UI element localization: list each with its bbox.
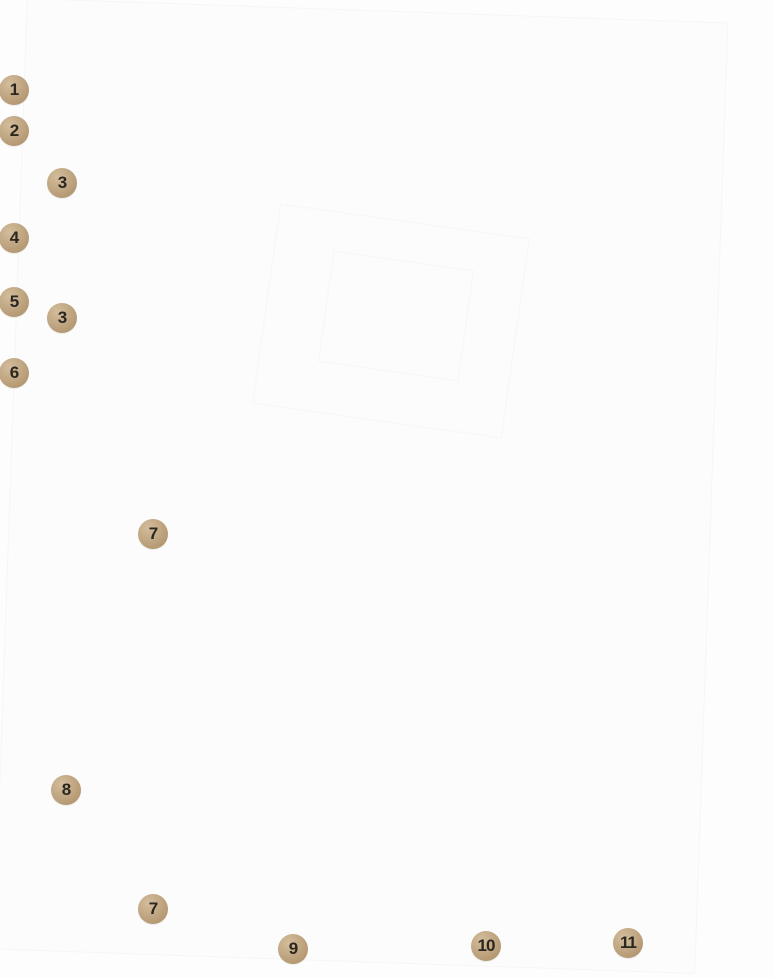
callout-badge-3b: 3 <box>47 303 77 333</box>
device-body <box>0 0 729 974</box>
callout-badge-7: 7 <box>138 519 168 549</box>
callout-badge-11: 11 <box>613 928 643 958</box>
callout-badge-5: 5 <box>0 287 29 317</box>
callout-badge-7b: 7 <box>138 894 168 924</box>
callout-badge-1: 1 <box>0 75 29 105</box>
callout-badge-2: 2 <box>0 116 29 146</box>
callout-badge-4: 4 <box>0 223 29 253</box>
callout-badge-9: 9 <box>278 934 308 964</box>
callout-badge-8: 8 <box>51 775 81 805</box>
callout-badge-6: 6 <box>0 358 29 388</box>
callout-badge-3: 3 <box>47 168 77 198</box>
device-screen <box>317 250 475 382</box>
callout-badge-10: 10 <box>471 931 501 961</box>
